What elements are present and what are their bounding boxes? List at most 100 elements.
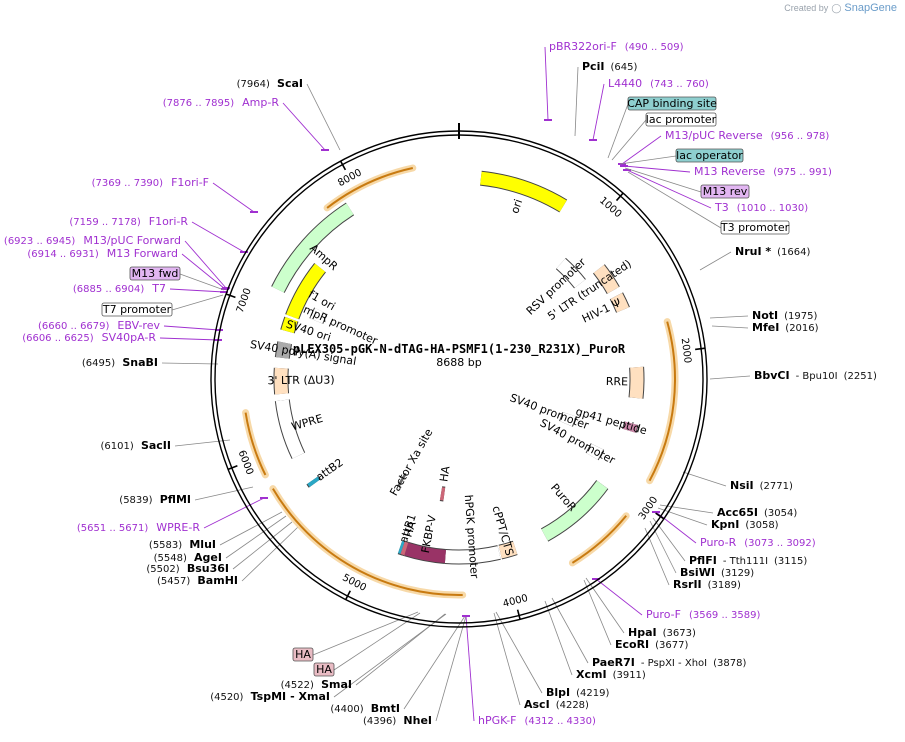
primer-position: (3073 .. 3092) xyxy=(744,538,816,549)
feature-box xyxy=(675,148,744,163)
primer-position: (6885 .. 6904) xyxy=(73,284,145,295)
feature-label: HIV-1 Ψ xyxy=(580,296,623,326)
feature-arrow xyxy=(397,473,407,487)
primer-name: F1ori-F xyxy=(171,176,209,189)
primer-position: (4312 .. 4330) xyxy=(524,716,596,727)
feature-arrow xyxy=(274,367,289,395)
site-leader xyxy=(583,579,612,646)
restriction-site: KpnI(3058) xyxy=(711,518,779,531)
feature-box xyxy=(720,220,790,235)
tick-label: 6000 xyxy=(236,449,256,477)
primer-leader xyxy=(212,182,255,213)
tick-mark xyxy=(225,293,236,299)
primer-label: (7876 .. 7895)Amp-R xyxy=(163,96,280,109)
feature-label: 3' LTR (ΔU3) xyxy=(267,373,334,387)
primer-name: M13/pUC Reverse xyxy=(665,129,763,142)
snapgene-logo: Created by ◯ SnapGene xyxy=(784,2,897,14)
site-leader xyxy=(194,486,254,501)
feature-label: WPRE xyxy=(290,412,325,433)
site-name: BbvCI xyxy=(754,369,790,382)
tick-label: 2000 xyxy=(679,337,693,364)
site-name: PciI xyxy=(582,60,604,73)
restriction-site: BbvCI- Bpu10I(2251) xyxy=(754,369,877,382)
site-name: MfeI xyxy=(752,321,779,334)
tick-mark xyxy=(339,160,347,171)
primer-name: F1ori-R xyxy=(149,215,189,228)
primer-position: (956 .. 978) xyxy=(771,131,830,142)
primer-position: (6914 .. 6931) xyxy=(27,249,99,260)
feature-arrow xyxy=(439,487,446,501)
primer-label: L4440 (743 .. 760) xyxy=(608,77,709,90)
site-position: (3189) xyxy=(708,580,741,591)
site-position: (4219) xyxy=(576,688,609,699)
site-leader xyxy=(649,520,677,574)
feature-label: PuroR xyxy=(548,481,579,514)
site-leader xyxy=(709,315,749,319)
site-name: XcmI xyxy=(576,668,607,681)
site-position: (7964) xyxy=(237,79,273,90)
primer-name: L4440 xyxy=(608,77,642,90)
site-position-2: (3115) xyxy=(774,556,807,567)
feature-box-label: M13 rev xyxy=(703,185,748,198)
primer-leader xyxy=(191,221,245,253)
site-position: (5502) xyxy=(146,564,182,575)
primer-label: M13 Reverse(975 .. 991) xyxy=(694,165,832,178)
feature-arrow xyxy=(286,263,326,320)
primer-leader xyxy=(203,497,265,529)
restriction-site: BlpI (4219) xyxy=(546,686,609,699)
site-name: BamHI xyxy=(197,574,238,587)
restriction-site: (5457) BamHI xyxy=(157,574,238,587)
snapgene-icon: ◯ xyxy=(831,2,842,13)
site-leader xyxy=(574,66,579,137)
feature-box xyxy=(101,302,173,317)
site-position: (3054) xyxy=(764,508,797,519)
tick-mark xyxy=(516,609,521,620)
primer-position: (743 .. 760) xyxy=(650,79,709,90)
site-position: (3058) xyxy=(745,520,778,531)
primer-name: Puro-R xyxy=(700,536,737,549)
primer-position: (975 .. 991) xyxy=(773,167,832,178)
orange-arc xyxy=(244,412,267,476)
feature-box xyxy=(645,112,717,127)
site-name: TspMI xyxy=(251,690,287,703)
primer-label: (5651 .. 5671)WPRE-R xyxy=(77,521,200,534)
site-position: (6495) xyxy=(82,358,118,369)
tick-label: 1000 xyxy=(597,195,623,220)
feature-box xyxy=(129,266,181,281)
restriction-site: RsrII(3189) xyxy=(673,578,741,591)
feature-box xyxy=(700,184,750,199)
site-leader xyxy=(659,504,714,514)
restriction-site: PflFI- Tth111I(3115) xyxy=(689,554,807,567)
site-leader xyxy=(682,471,727,487)
primer-label: (6660 .. 6679)EBV-rev xyxy=(38,319,160,332)
site-position: (2016) xyxy=(785,323,818,334)
site-position: (2771) xyxy=(760,481,793,492)
site-position: - PspXI - XhoI xyxy=(641,658,707,669)
site-name: Bsu36I xyxy=(187,562,229,575)
primer-leader xyxy=(626,169,712,209)
orange-arc-glow xyxy=(568,512,630,567)
primer-leader xyxy=(621,135,662,165)
primer-label: pBR322ori-F(490 .. 509) xyxy=(549,40,684,53)
site-name: PflMI xyxy=(160,493,191,506)
feature-arrow xyxy=(275,399,305,459)
site-name: BlpI xyxy=(546,686,570,699)
site-leader xyxy=(544,600,573,676)
tick-mark xyxy=(655,512,665,520)
tick-mark xyxy=(227,465,238,471)
feature-box-label: lac operator xyxy=(676,149,743,162)
site-leader xyxy=(232,521,293,570)
primer-name: M13/pUC Forward xyxy=(83,234,181,247)
feature-arrow xyxy=(623,421,638,433)
site-name: SacII xyxy=(141,439,171,452)
feature-label: attB2 xyxy=(314,456,346,484)
primer-name: Amp-R xyxy=(242,96,279,109)
primer-name: T7 xyxy=(151,282,166,295)
feature-label: RRE xyxy=(606,375,629,388)
site-name: Acc65I xyxy=(717,506,758,519)
primer-name: Puro-F xyxy=(646,608,681,621)
site-position: (1975) xyxy=(784,311,817,322)
primer-leader xyxy=(592,83,605,141)
